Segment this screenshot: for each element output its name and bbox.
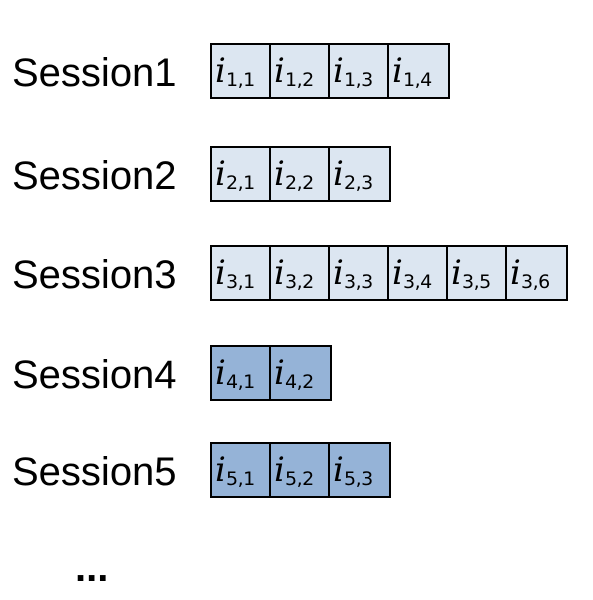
item-symbol: i [215, 51, 226, 91]
item-index: 1,1 [226, 69, 255, 91]
item-index: 1,3 [344, 69, 373, 91]
item-index: 5,3 [344, 468, 373, 490]
item-symbol: i [274, 353, 285, 393]
item-index: 3,6 [521, 271, 550, 293]
item-symbol: i [451, 253, 462, 293]
item-symbol: i [274, 51, 285, 91]
item-index: 1,4 [403, 69, 432, 91]
session-label: Session1 [12, 51, 177, 95]
item-index: 4,2 [285, 371, 314, 393]
item-index: 3,3 [344, 271, 373, 293]
item-index: 5,2 [285, 468, 314, 490]
item-index: 2,2 [285, 172, 314, 194]
item-symbol: i [215, 450, 226, 490]
item-symbol: i [215, 353, 226, 393]
item-symbol: i [392, 253, 403, 293]
session-label: Session5 [12, 450, 177, 494]
item-symbol: i [392, 51, 403, 91]
item-index: 4,1 [226, 371, 255, 393]
session-label: Session4 [12, 353, 177, 397]
item-index: 1,2 [285, 69, 314, 91]
item-symbol: i [274, 253, 285, 293]
item-symbol: i [333, 51, 344, 91]
item-symbol: i [215, 253, 226, 293]
item-index: 3,4 [403, 271, 432, 293]
item-symbol: i [333, 450, 344, 490]
item-symbol: i [274, 154, 285, 194]
session-label: Session3 [12, 253, 177, 297]
item-symbol: i [215, 154, 226, 194]
item-index: 3,1 [226, 271, 255, 293]
item-symbol: i [510, 253, 521, 293]
item-index: 2,1 [226, 172, 255, 194]
item-index: 3,5 [462, 271, 491, 293]
item-symbol: i [333, 253, 344, 293]
more-sessions-ellipsis: ... [75, 546, 109, 590]
item-index: 2,3 [344, 172, 373, 194]
session-label: Session2 [12, 154, 177, 198]
item-index: 3,2 [285, 271, 314, 293]
item-index: 5,1 [226, 468, 255, 490]
item-symbol: i [274, 450, 285, 490]
item-symbol: i [333, 154, 344, 194]
